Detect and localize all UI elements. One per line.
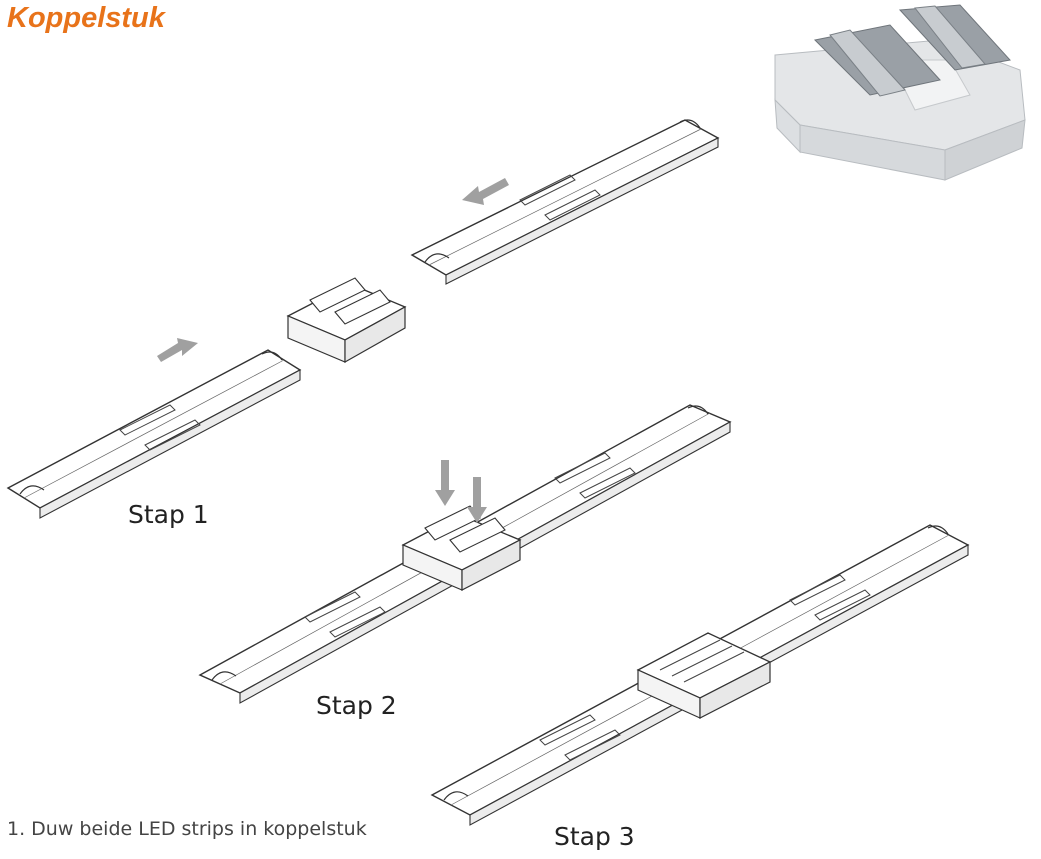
step1-arrow-left [462, 178, 509, 205]
step1-arrow-right [157, 338, 198, 362]
step1-label: Stap 1 [128, 500, 209, 529]
connector-photo [774, 4, 1026, 181]
step2-label: Stap 2 [316, 691, 397, 720]
step2-arrows-down [435, 460, 487, 523]
page-title: Koppelstuk [7, 2, 165, 34]
instruction-1: 1. Duw beide LED strips in koppelstuk [7, 818, 367, 840]
step2-assembly [198, 404, 732, 704]
step1-strip-left [6, 349, 302, 519]
step3-assembly [430, 524, 970, 826]
step1-connector [286, 277, 407, 364]
step1-strip-right [410, 119, 720, 285]
step3-label: Stap 3 [554, 822, 635, 851]
